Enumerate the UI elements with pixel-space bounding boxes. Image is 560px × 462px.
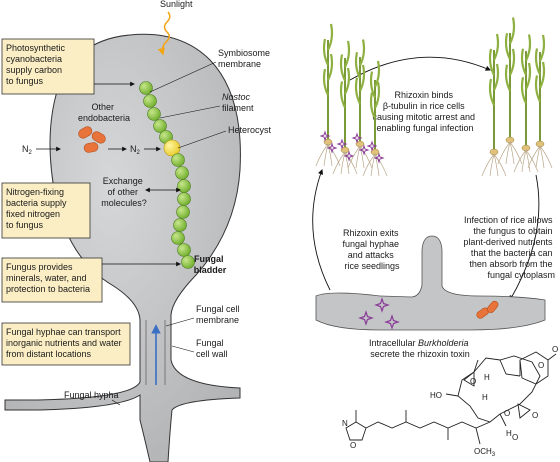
rice-seedling <box>497 17 523 165</box>
infected-rice-seedling <box>332 40 358 175</box>
chem-o-oxazole: O <box>350 441 356 450</box>
bladder-label: Fungal bladder <box>194 254 227 275</box>
rice-seedlings-healthy <box>481 17 553 177</box>
nostoc-cell <box>177 179 191 193</box>
nostoc-cell <box>177 192 191 206</box>
chem-och3: OCH3 <box>474 447 496 458</box>
secrete-text: Intracellular Burkholderia secrete the r… <box>369 338 471 359</box>
nostoc-cell <box>177 243 191 257</box>
rice-seedling <box>527 34 553 169</box>
cell-membrane-leader <box>165 317 195 327</box>
cycle-arrow-left <box>312 168 331 291</box>
sunlight-label: Sunlight <box>160 0 193 9</box>
cell-wall-leader <box>171 345 195 353</box>
nostoc-filament <box>139 81 195 269</box>
nostoc-label: Nostoc filament <box>222 92 254 113</box>
heterocyst-leader <box>177 130 227 149</box>
infection-text: Infection of rice allows the fungus to o… <box>463 215 555 280</box>
rhizoxin-star <box>358 310 374 326</box>
nostoc-cell <box>153 119 167 133</box>
nostoc-leader <box>159 105 221 119</box>
fungal-bladder-shape <box>4 33 241 462</box>
heterocyst-cell <box>163 139 181 157</box>
n2-left-label: N2 <box>22 144 33 156</box>
rice-seedlings-infected <box>315 23 388 177</box>
nostoc-cell <box>173 218 187 232</box>
chem-o-epox1: O <box>470 377 476 386</box>
nostoc-cell <box>147 107 161 121</box>
rice-seedling <box>481 33 507 177</box>
n2-right-label: N2 <box>130 144 141 156</box>
chem-h1: H <box>482 393 488 402</box>
infected-rice-seedling <box>347 39 373 169</box>
infected-rice-seedling <box>315 23 341 167</box>
heterocyst-label: Heterocyst <box>228 125 272 135</box>
nostoc-cell <box>171 231 185 245</box>
chem-o-ring: O <box>538 361 544 370</box>
chem-h3: H <box>506 429 512 438</box>
cell-membrane-label: Fungal cell membrane <box>196 304 242 325</box>
chem-h2: H <box>484 373 490 382</box>
symbiosome-leader <box>149 61 217 93</box>
burkholderia-cell <box>486 300 499 314</box>
symbiosome-label: Symbiosome membrane <box>218 48 273 69</box>
chem-o-epox2: O <box>532 411 538 420</box>
cycle-arrow-right <box>509 174 540 301</box>
chem-o-carbonyl: O <box>552 345 558 354</box>
cycle-arrow-top <box>349 56 491 81</box>
nostoc-cell <box>143 94 157 108</box>
exchange-label: Exchange of other molecules? <box>101 176 147 208</box>
endobacteria-group <box>78 126 106 153</box>
rhizoxin-exits-text: Rhizoxin exits fungal hyphae and attacks… <box>342 228 401 271</box>
infected-rice-seedling <box>362 60 388 177</box>
nostoc-cell <box>139 81 153 95</box>
hypha-leader <box>111 399 121 406</box>
cell-wall-label: Fungal cell wall <box>196 338 228 359</box>
chem-n-oxazole: N <box>342 419 348 428</box>
rhizoxin-structure <box>345 351 557 445</box>
endobacterium-cell <box>78 126 93 139</box>
sunlight-arrow <box>157 11 171 56</box>
rhizoxin-star <box>384 314 400 330</box>
endobacterium-cell <box>91 131 106 144</box>
other-endobacteria-label: Other endobacteria <box>78 102 130 123</box>
hypha-with-bacteria <box>315 235 546 331</box>
nostoc-cell <box>175 166 189 180</box>
rhizoxin-binds-text: Rhizoxin binds β-tubulin in rice cells c… <box>372 90 477 133</box>
rice-seedling <box>513 34 539 173</box>
chem-o-carbonyl2: O <box>512 433 518 442</box>
chem-o-ester: O <box>504 409 510 418</box>
nostoc-cell <box>176 205 190 219</box>
rhizoxin-star <box>374 297 390 313</box>
nostoc-cell <box>171 153 185 167</box>
nostoc-cell <box>181 255 195 269</box>
endobacterium-cell <box>83 142 99 153</box>
chem-ho: HO <box>430 391 442 400</box>
hypha-label: Fungal hypha <box>64 390 119 400</box>
